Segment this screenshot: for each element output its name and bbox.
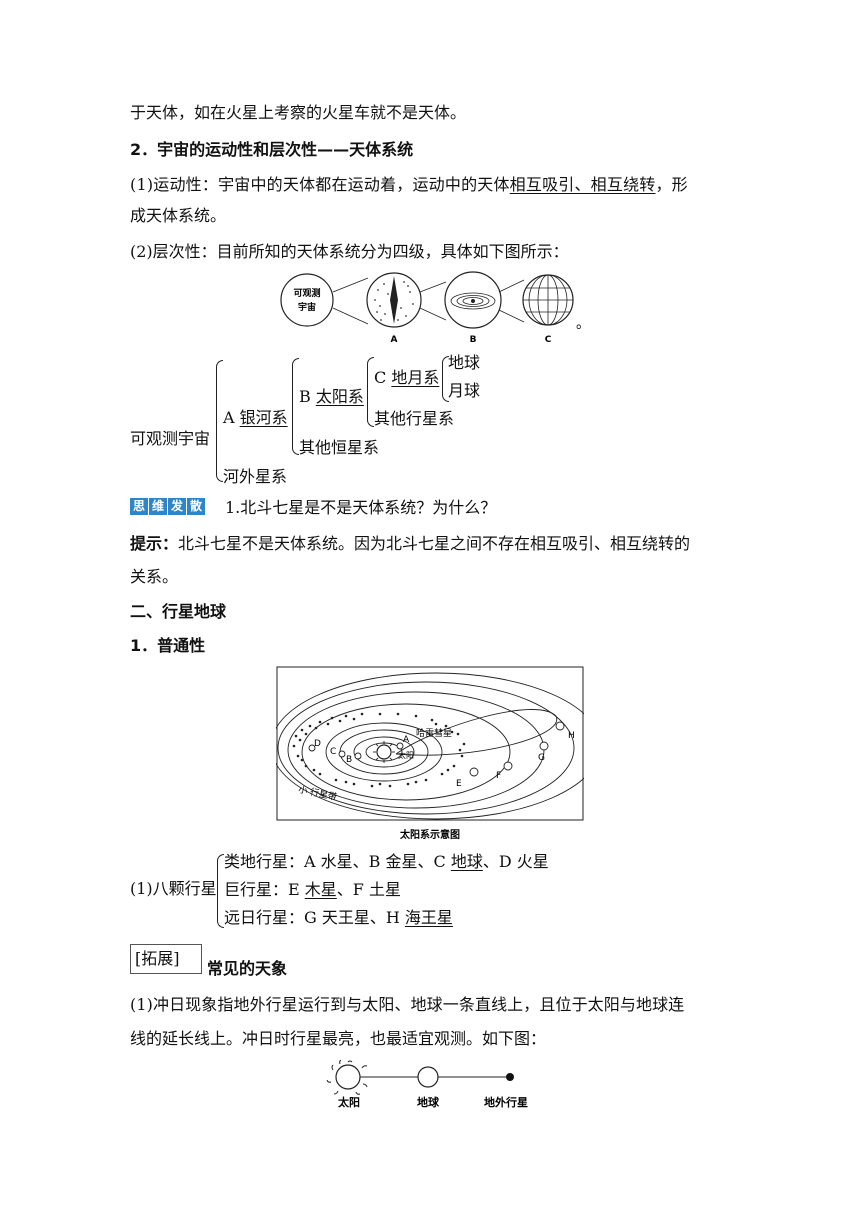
giant-planets: 巨行星：E 木星、F 土星 bbox=[224, 880, 401, 899]
opposition-paragraph-end: 线的延长线上。冲日时行星最亮，也最适宜观测。如下图： bbox=[130, 1029, 547, 1048]
fig1-label-b: B bbox=[470, 335, 477, 345]
level-paragraph: (2)层次性：目前所知的天体系统分为四级，具体如下图所示： bbox=[130, 242, 569, 261]
planet-label: G bbox=[538, 753, 545, 763]
fig3-earth-label: 地球 bbox=[417, 1095, 440, 1109]
tree-root: 可观测宇宙 bbox=[130, 429, 211, 448]
extension-title: 常见的天象 bbox=[207, 959, 288, 978]
tree-b: B 太阳系 bbox=[299, 387, 364, 406]
motion-text: (1)运动性：宇宙中的天体都在运动着，运动中的天体 bbox=[130, 175, 510, 194]
fig1-circle-text-1: 可观测 bbox=[293, 287, 320, 299]
section-heading-planet-earth: 二、行星地球 bbox=[130, 602, 227, 621]
badge-char: 维 bbox=[149, 498, 167, 515]
planet-label: E bbox=[456, 779, 462, 789]
answer-text: 北斗七星不是天体系统。因为北斗七星之间不存在相互吸引、相互绕转的 bbox=[178, 534, 691, 553]
tree-brace-c bbox=[442, 356, 449, 402]
planets-label: (1)八颗行星 bbox=[130, 879, 217, 898]
badge-char: 散 bbox=[187, 498, 205, 515]
planet-label: A bbox=[403, 735, 410, 745]
think-question: 1.北斗七星是不是天体系统？为什么？ bbox=[225, 498, 497, 517]
answer-label: 提示： bbox=[130, 534, 179, 553]
tree-other-planets: 其他行星系 bbox=[374, 409, 455, 428]
planet-label: B bbox=[346, 755, 352, 765]
tree-extragalactic: 河外星系 bbox=[223, 467, 288, 486]
tree-earth: 地球 bbox=[448, 353, 481, 372]
motion-keyword: 相互吸引、相互绕转 bbox=[509, 175, 656, 194]
opposition-paragraph: (1)冲日现象指地外行星运行到与太阳、地球一条直线上，且位于太阳与地球连 bbox=[130, 995, 685, 1014]
comet-label: 哈雷彗星 bbox=[416, 727, 452, 739]
tree-brace-root bbox=[216, 360, 223, 482]
terrestrial-planets: 类地行星：A 水星、B 金星、C 地球、D 火星 bbox=[224, 852, 549, 871]
think-badge: 思维发散 bbox=[130, 498, 205, 515]
motion-paragraph-end: 成天体系统。 bbox=[130, 206, 227, 225]
solar-system-figure: A B C D E F G H 太阳 哈雷彗星 小 行星带 太阳系示意图 bbox=[276, 666, 584, 841]
fig1-circle-text-2: 宇宙 bbox=[298, 301, 316, 313]
figure-caption: 太阳系示意图 bbox=[399, 828, 460, 841]
sub-heading-commonness: 1．普通性 bbox=[130, 636, 206, 655]
planet-label: D bbox=[314, 739, 321, 749]
tree-c: C 地月系 bbox=[374, 368, 440, 387]
opposition-figure: 太阳 地球 地外行星 bbox=[326, 1060, 528, 1109]
think-answer-end: 关系。 bbox=[130, 567, 179, 586]
extension-tag: [拓展] bbox=[130, 944, 202, 974]
fig1-label-a: A bbox=[391, 335, 398, 345]
motion-paragraph: (1)运动性：宇宙中的天体都在运动着，运动中的天体相互吸引、相互绕转，形 bbox=[130, 174, 688, 196]
tree-moon: 月球 bbox=[448, 381, 481, 400]
badge-char: 发 bbox=[168, 498, 186, 515]
fig1-end-mark: 。 bbox=[576, 316, 590, 332]
planet-label: H bbox=[568, 731, 575, 741]
tree-brace-a bbox=[292, 358, 299, 455]
section-heading-2: 2．宇宙的运动性和层次性——天体系统 bbox=[130, 140, 414, 159]
fig3-sun-label: 太阳 bbox=[337, 1095, 360, 1109]
planet-label: F bbox=[496, 771, 501, 781]
fig1-label-c: C bbox=[545, 335, 552, 345]
planets-brace bbox=[217, 854, 224, 928]
tree-other-stars: 其他恒星系 bbox=[299, 438, 380, 457]
far-planets: 远日行星：G 天王星、H 海王星 bbox=[224, 908, 453, 927]
fig3-outer-planet-label: 地外行星 bbox=[484, 1095, 528, 1109]
paragraph-continuation: 于天体，如在火星上考察的火星车就不是天体。 bbox=[130, 103, 467, 122]
tree-brace-b bbox=[367, 357, 374, 427]
badge-char: 思 bbox=[130, 498, 148, 515]
motion-text-tail: ，形 bbox=[655, 175, 688, 194]
planet-label: C bbox=[330, 747, 336, 757]
hierarchy-figure: 可观测 宇宙 A B C 。 bbox=[280, 271, 590, 345]
think-answer: 提示：北斗七星不是天体系统。因为北斗七星之间不存在相互吸引、相互绕转的 bbox=[130, 533, 690, 555]
tree-a: A 银河系 bbox=[223, 408, 288, 427]
sun-label: 太阳 bbox=[398, 750, 414, 760]
